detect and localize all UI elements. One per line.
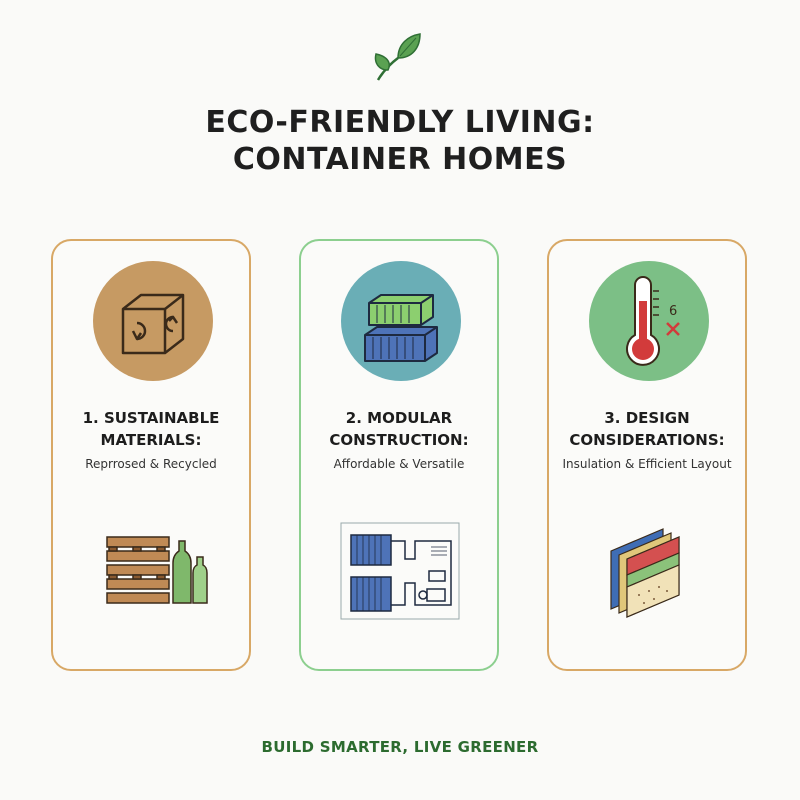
card-sustainable-materials: 1. SUSTAINABLE MATERIALS: Reprrosed & Re… [51,239,251,671]
pallets-bottles-illustration [106,536,208,604]
heading-line-2: CONSIDERATIONS: [569,431,725,449]
title-line-2: CONTAINER HOMES [232,142,568,177]
card-modular-construction: 2. MODULAR CONSTRUCTION: Affordable & Ve… [299,239,499,671]
leaf-icon [374,33,421,81]
card-icon-circle [93,261,213,381]
footer-tagline: BUILD SMARTER, LIVE GREENER [261,738,539,756]
card-heading: 3. DESIGN CONSIDERATIONS: [549,407,745,451]
floor-plan-illustration [340,522,460,620]
card-design-considerations: 6 3. DESIGN CONSIDERATIONS: Insulation &… [547,239,747,671]
card-icon-circle [341,261,461,381]
recycle-box-icon [121,293,185,355]
thermometer-icon: 6 [626,276,680,366]
thermometer-mark: 6 [669,304,677,319]
heading-line-1: 3. DESIGN [604,409,690,427]
card-heading: 2. MODULAR CONSTRUCTION: [301,407,497,451]
card-heading: 1. SUSTAINABLE MATERIALS: [53,407,249,451]
title-line-1: ECO-FRIENDLY LIVING: [205,105,595,140]
card-subtitle: Insulation & Efficient Layout [562,457,732,471]
heading-line-2: CONSTRUCTION: [329,431,469,449]
card-subtitle: Affordable & Versatile [333,457,465,471]
insulation-layers-illustration [610,528,680,618]
page-title: ECO-FRIENDLY LIVING: CONTAINER HOMES [0,104,800,178]
stacked-containers-icon [364,294,438,362]
card-subtitle: Reprrosed & Recycled [85,457,217,471]
heading-line-1: 2. MODULAR [345,409,453,427]
heading-line-1: 1. SUSTAINABLE [82,409,220,427]
card-icon-circle: 6 [589,261,709,381]
heading-line-2: MATERIALS: [100,431,202,449]
